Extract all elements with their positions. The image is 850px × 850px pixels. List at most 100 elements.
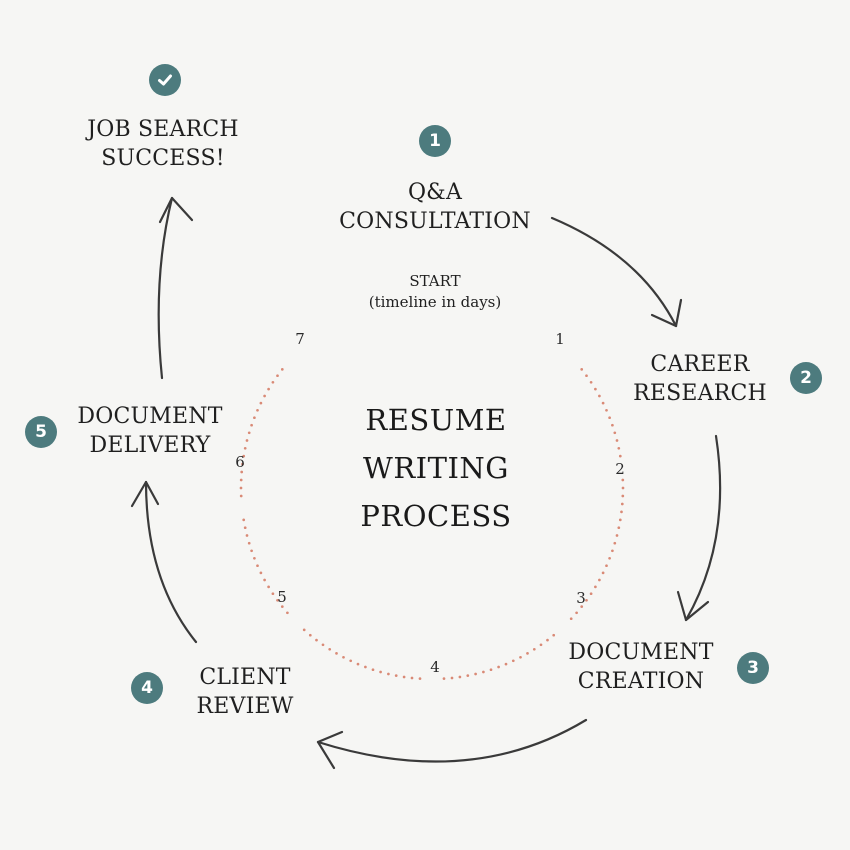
timeline-dot [364, 665, 367, 669]
timeline-dot [267, 585, 270, 589]
timeline-dot [532, 647, 536, 651]
step-2-line-1: CAREER [650, 352, 750, 377]
timeline-dot [585, 598, 588, 602]
step-4-line-1: CLIENT [199, 665, 291, 690]
step-3-label: DOCUMENT CREATION [541, 638, 741, 696]
step-3-line-1: DOCUMENT [568, 640, 714, 665]
timeline-dot [539, 643, 543, 647]
timeline-dot [259, 401, 263, 405]
step-3-line-2: CREATION [577, 669, 705, 694]
timeline-dot [605, 564, 608, 568]
timeline-dot [256, 564, 259, 568]
step-1-badge: 1 [419, 125, 451, 157]
timeline-dot [239, 478, 243, 482]
timeline-dot [342, 655, 345, 659]
timeline-dot [489, 668, 493, 672]
timeline-dot [239, 486, 243, 490]
center-title-line-3: PROCESS [360, 499, 512, 533]
arrow-creation-to-review [316, 718, 588, 770]
timeline-day-4: 4 [430, 658, 440, 676]
timeline-dot [598, 394, 601, 398]
timeline-dot [271, 380, 275, 384]
timeline-dot [276, 374, 279, 378]
timeline-dot [302, 628, 306, 632]
timeline-dot [402, 675, 406, 679]
step-5-line-2: DELIVERY [89, 433, 211, 458]
timeline-dot [621, 486, 625, 490]
timeline-dot [286, 611, 289, 615]
timeline-dot [253, 556, 256, 560]
timeline-dotted-circle [239, 368, 625, 680]
timeline-dot [497, 665, 500, 669]
step-5-label: DOCUMENT DELIVERY [50, 402, 250, 460]
timeline-dot [580, 605, 584, 608]
timeline-dot [387, 672, 390, 676]
timeline-dot [546, 638, 549, 642]
timeline-dot [613, 541, 617, 545]
step-1-line-2: CONSULTATION [339, 209, 531, 234]
timeline-day-7: 7 [295, 330, 305, 348]
timeline-dot [240, 470, 244, 474]
timeline-dot [245, 534, 249, 537]
timeline-dot [259, 571, 263, 575]
timeline-day-5: 5 [277, 588, 287, 606]
timeline-dot [482, 670, 485, 674]
timeline-dot [271, 592, 275, 596]
step-5-line-1: DOCUMENT [77, 404, 223, 429]
timeline-dot [618, 454, 622, 458]
timeline-day-2: 2 [615, 460, 625, 478]
timeline-dot [328, 647, 332, 651]
timeline-dot [247, 541, 251, 545]
timeline-dot [241, 462, 244, 466]
timeline-day-1: 1 [555, 330, 565, 348]
arrow-review-to-delivery [130, 480, 198, 644]
timeline-dot [617, 526, 621, 530]
center-title: RESUME WRITING PROCESS [336, 396, 536, 540]
timeline-dot [466, 674, 470, 677]
timeline-dot [594, 585, 597, 589]
timeline-dot [589, 592, 593, 596]
timeline-dot [242, 518, 246, 522]
timeline-dot [280, 605, 284, 608]
check-icon [149, 64, 181, 96]
timeline-dot [474, 672, 477, 676]
start-label: START [409, 272, 461, 290]
success-line-2: SUCCESS! [101, 146, 225, 171]
timeline-dot [263, 578, 266, 582]
timeline-dot [256, 408, 259, 412]
arrow-delivery-to-success [157, 196, 194, 380]
success-line-1: JOB SEARCH [87, 117, 239, 142]
timeline-start-label: START (timeline in days) [335, 271, 535, 313]
timeline-dot [379, 670, 382, 674]
timeline-dot [245, 439, 249, 442]
timeline-dot [394, 674, 398, 677]
step-2-line-2: RESEARCH [633, 381, 767, 406]
timeline-dot [450, 676, 454, 680]
timeline-dot [250, 549, 253, 553]
step-4-badge: 4 [131, 672, 163, 704]
timeline-dot [575, 611, 578, 615]
step-3-badge: 3 [737, 652, 769, 684]
timeline-dot [243, 446, 247, 450]
timeline-dot [243, 526, 247, 530]
timeline-dot [356, 662, 360, 666]
center-title-line-1: RESUME [365, 403, 507, 437]
timeline-dot [611, 423, 614, 427]
success-label: JOB SEARCH SUCCESS! [63, 115, 263, 173]
timeline-dot [601, 401, 605, 405]
timeline-dot [253, 416, 256, 420]
timeline-dot [605, 408, 608, 412]
center-title-line-2: WRITING [363, 451, 509, 485]
timeline-dot [321, 643, 325, 647]
timeline-dot [371, 668, 375, 672]
timeline-dot [552, 633, 556, 637]
timeline-dot [569, 617, 573, 621]
timeline-dot [511, 659, 515, 663]
timeline-dot [608, 556, 611, 560]
timeline-dot [315, 638, 318, 642]
step-1-line-1: Q&A [407, 180, 463, 205]
timeline-dot [620, 502, 624, 506]
start-sublabel: (timeline in days) [368, 293, 502, 311]
timeline-dot [580, 368, 584, 371]
timeline-day-6: 6 [235, 453, 245, 471]
